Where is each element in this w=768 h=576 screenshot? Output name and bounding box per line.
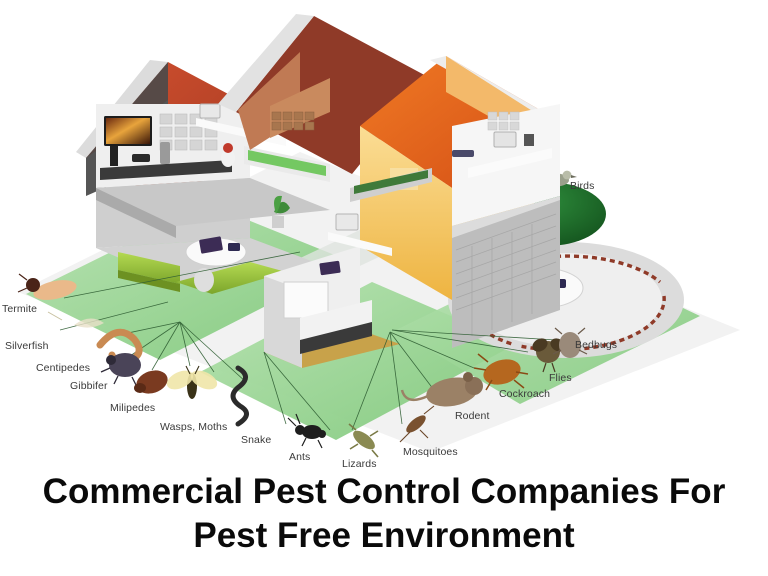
potted-plant bbox=[272, 195, 290, 228]
dog-figure bbox=[221, 143, 235, 167]
pest-label-bedbugs: Bedbugs bbox=[575, 339, 618, 351]
pest-label-rodent: Rodent bbox=[455, 410, 490, 422]
pest-figures bbox=[17, 273, 588, 458]
slide-title: Commercial Pest Control Companies For Pe… bbox=[0, 470, 768, 576]
kitchen-lower-room bbox=[264, 213, 400, 368]
lizards-figure bbox=[348, 423, 379, 458]
living-room bbox=[118, 195, 290, 294]
pest-label-silverfish: Silverfish bbox=[5, 340, 49, 352]
gibbifer-figure bbox=[100, 353, 141, 386]
ants-figure bbox=[287, 413, 326, 449]
pest-label-wasps-moths: Wasps, Moths bbox=[160, 421, 228, 433]
rodent-figure bbox=[400, 372, 483, 407]
pest-label-mosquitoes: Mosquitoes bbox=[403, 446, 458, 458]
pest-label-termite: Termite bbox=[2, 303, 38, 315]
title-line-1: Commercial Pest Control Companies For bbox=[42, 472, 726, 511]
pest-label-centipedes: Centipedes bbox=[36, 362, 91, 374]
pest-label-flies: Flies bbox=[549, 372, 572, 384]
silverfish-figure bbox=[47, 311, 104, 328]
milipedes-figure bbox=[134, 370, 168, 394]
pest-label-ants: Ants bbox=[289, 451, 311, 463]
house-right-wing bbox=[350, 56, 560, 348]
house-left-wing bbox=[76, 60, 330, 294]
pest-label-milipedes: Milipedes bbox=[110, 402, 156, 414]
pest-label-birds: Birds bbox=[570, 180, 595, 192]
pest-label-cockroach: Cockroach bbox=[499, 388, 551, 400]
title-line-2: Pest Free Environment bbox=[193, 516, 575, 555]
wall-tv bbox=[104, 116, 152, 146]
pest-label-gibbifer: Gibbifer bbox=[70, 380, 108, 392]
bedbugs-figure bbox=[552, 327, 588, 358]
mosquitoes-figure bbox=[399, 405, 435, 443]
pest-label-lizards: Lizards bbox=[342, 458, 377, 470]
snake-figure bbox=[230, 365, 249, 427]
termite-figure bbox=[17, 273, 77, 300]
pest-label-snake: Snake bbox=[241, 434, 272, 446]
cockroach-figure bbox=[473, 353, 529, 391]
wasp-moth-figure bbox=[166, 365, 218, 399]
bed bbox=[244, 146, 330, 182]
pest-infographic-illustration bbox=[17, 14, 740, 458]
